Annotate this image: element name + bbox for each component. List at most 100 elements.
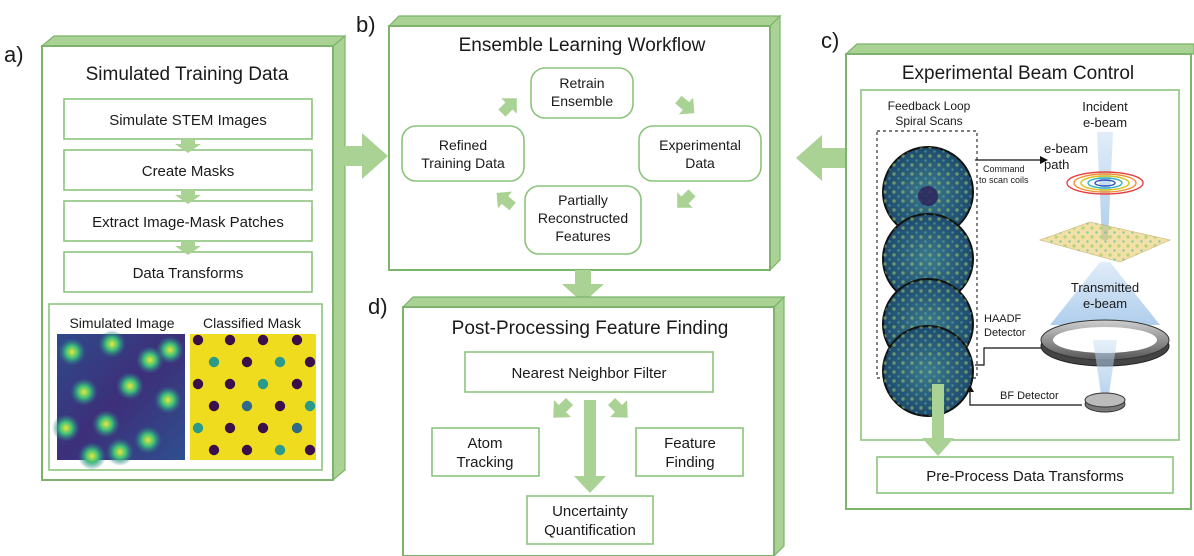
bright-spot [134, 426, 162, 454]
bright-spot [58, 338, 86, 366]
mask-dot [274, 356, 286, 368]
step-simulate-box [63, 98, 313, 140]
classified-mask-image [190, 334, 316, 460]
panel-d-box-top [401, 296, 786, 308]
experimental-line-1: Experimental [659, 137, 741, 153]
experimental-line-2: Data [685, 155, 715, 171]
mask-dot [257, 334, 269, 346]
uq-line-1: Uncertainty [552, 503, 628, 520]
refined-line-2: Training Data [421, 155, 505, 171]
right-arrow-icon [338, 133, 388, 179]
panel-d-title: Post-Processing Feature Finding [452, 318, 729, 339]
mask-dot [291, 378, 303, 390]
panel-c-letter: c) [821, 28, 839, 53]
mask-dot [304, 356, 316, 368]
bf-connector [969, 390, 1082, 406]
refined-training-box [401, 125, 525, 182]
haadf-connector [975, 347, 1041, 366]
branch-arrow-icon [553, 397, 574, 418]
mask-dot [274, 400, 286, 412]
experimental-data-box [638, 125, 762, 182]
bright-spot [52, 414, 80, 442]
cycle-arrow-icon [675, 95, 695, 115]
simulated-image [52, 330, 185, 470]
refined-line-1: Refined [439, 137, 487, 153]
feedback-line-2: Spiral Scans [895, 114, 962, 128]
mask-dot [208, 444, 220, 456]
mask-dot [208, 400, 220, 412]
transmitted-line-2: e-beam [1083, 296, 1127, 311]
panel-b-title: Ensemble Learning Workflow [459, 35, 706, 56]
mask-dot [304, 444, 316, 456]
down-arrow-icon [175, 241, 201, 255]
cycle-arrow-icon [498, 98, 517, 117]
haadf-line-1: HAADF [984, 313, 1022, 325]
uncertainty-box [526, 495, 654, 545]
step-simulate: Simulate STEM Images [109, 112, 267, 129]
atom-line-1: Atom [467, 435, 502, 452]
mask-dot [224, 334, 236, 346]
bright-spot [156, 336, 184, 364]
classified-mask-label: Classified Mask [203, 315, 302, 331]
bright-spot [154, 386, 182, 414]
down-arrow-icon [175, 139, 201, 153]
down-arrow-icon [175, 190, 201, 204]
cycle-arrow-icon [677, 189, 696, 208]
transmitted-line-1: Transmitted [1071, 280, 1139, 295]
panel-c-box-top [844, 43, 1194, 55]
haadf-line-2: Detector [984, 327, 1026, 339]
mask-dot [241, 444, 253, 456]
panel-d-letter: d) [368, 294, 388, 319]
bright-spot [78, 442, 106, 470]
incident-line-2: e-beam [1083, 115, 1127, 130]
mask-dot [291, 334, 303, 346]
nn-filter-box [464, 351, 714, 393]
partial-line-1: Partially [558, 192, 608, 208]
mask-dot [257, 378, 269, 390]
mask-dot [257, 422, 269, 434]
sample-lattice [1038, 221, 1172, 263]
mask-dot [192, 334, 204, 346]
mask-dot [224, 422, 236, 434]
bright-spot [116, 372, 144, 400]
arrowhead-icon [966, 385, 974, 392]
down-arrow-icon [574, 400, 606, 493]
panel-a-title: Simulated Training Data [86, 64, 289, 85]
uq-line-2: Quantification [544, 522, 636, 539]
partially-reconstructed-box [524, 185, 642, 255]
bright-spot [70, 378, 98, 406]
bright-spot [92, 410, 120, 438]
mask-dot [241, 356, 253, 368]
mask-dot [208, 356, 220, 368]
down-arrow-icon [562, 270, 604, 303]
feature-line-1: Feature [664, 435, 716, 452]
mask-dot [274, 444, 286, 456]
bright-spot [106, 438, 134, 466]
incident-line-1: Incident [1082, 99, 1128, 114]
mask-dot [224, 378, 236, 390]
spiral-path-icon [1066, 171, 1144, 195]
panel-d-box-side [773, 295, 785, 556]
step-transforms: Data Transforms [133, 265, 244, 282]
atom-line-2: Tracking [457, 454, 514, 471]
retrain-line-1: Retrain [559, 75, 604, 91]
feature-finding-box [635, 427, 744, 477]
step-transforms-box [63, 251, 313, 293]
branch-arrow-icon [607, 397, 628, 418]
mask-dot [192, 422, 204, 434]
step-extract-box [63, 200, 313, 242]
partial-line-3: Features [555, 228, 610, 244]
step-masks: Create Masks [142, 163, 235, 180]
panel-c: c) Experimental Beam Control Feedback Lo… [821, 28, 1194, 510]
ebeam-path-line-1: e-beam [1044, 141, 1088, 156]
panel-a-box-top [40, 35, 347, 47]
mask-dot [241, 400, 253, 412]
bf-label: BF Detector [1000, 390, 1059, 402]
partial-line-2: Reconstructed [538, 210, 628, 226]
panel-a-box-side [332, 34, 346, 482]
retrain-ensemble-box [530, 67, 634, 119]
atom-tracking-box [431, 427, 540, 477]
step-extract: Extract Image-Mask Patches [92, 214, 284, 231]
retrain-line-2: Ensemble [551, 93, 613, 109]
